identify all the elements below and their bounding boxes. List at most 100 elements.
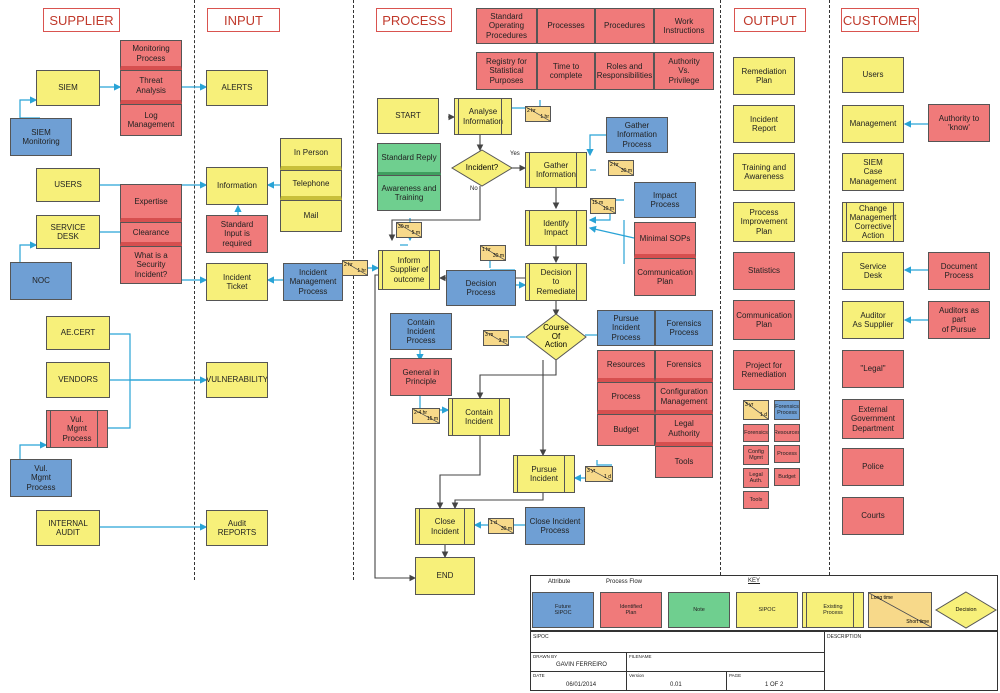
title-filename: FILENAME [629,654,652,659]
service-desk-supplier-box: SERVICE DESK [36,215,100,249]
minimal-sops-box: Minimal SOPs [634,222,696,258]
telephone-box: Telephone [280,170,342,200]
information-input-box: Information [206,167,268,205]
mini-resources-box: Resources [774,424,800,442]
yes-label: Yes [510,151,520,157]
mini-config-box: Config Mgmt [743,445,769,465]
vulnerability-box: VULNERABILITY [206,362,268,398]
forensics-process-box: Forensics Process [655,310,713,346]
incident-management-process-box: Incident Management Process [283,263,343,301]
tools-box: Tools [655,446,713,478]
close-incident-process-box: Close Incident Process [525,507,585,545]
procedures-box: Procedures [595,8,654,44]
incident-decision-label: Incident? [465,162,499,172]
project-remediation-box: Project for Remediation [733,350,795,390]
internal-audit-box: INTERNAL AUDIT [36,510,100,546]
legend-attribute-label: Attribute [548,579,571,585]
incident-ticket-box: Incident Ticket [206,263,268,301]
incident-report-box: Incident Report [733,105,795,143]
title-version: Version [629,673,645,678]
users-customer-box: Users [842,57,904,93]
communication-plan-output-box: Communication Plan [733,300,795,340]
remediation-plan-box: Remediation Plan [733,57,795,95]
title-sipoc: SIPOC [533,634,549,640]
general-in-principle-box: General in Principle [390,358,452,396]
identify-impact-box: Identify Impact [525,210,587,246]
decision-process-box: Decision Process [446,270,516,306]
impact-process-box: Impact Process [634,182,696,218]
title-page: PAGE [729,673,742,678]
title-date-value: 06/01/2014 [566,682,597,688]
communication-plan-process-box: Communication Plan [634,258,696,296]
mini-tools-box: Tools [743,491,769,509]
time-to-complete-box: Time to complete [537,52,595,90]
roles-box: Roles and Responsibilities [595,52,654,90]
training-awareness-output-box: Training and Awareness [733,153,795,191]
no-label: No [470,186,478,192]
budget-box: Budget [597,414,655,446]
header-input: INPUT [207,8,280,32]
legal-customer-box: "Legal" [842,350,904,388]
header-customer: CUSTOMER [841,8,919,32]
close-incident-box: Close Incident [415,508,475,545]
siem-monitoring-box: SIEM Monitoring [10,118,72,156]
users-supplier-box: USERS [36,168,100,202]
mini-forensics-process-box: Forensics Process [774,400,800,420]
contain-incident-process-box: Contain Incident Process [390,313,452,350]
standard-reply-box: Standard Reply [377,143,441,175]
mail-box: Mail [280,200,342,232]
title-block-col-1 [626,652,627,691]
title-block [530,631,998,691]
incident-decision-diamond [451,149,513,187]
vendors-box: VENDORS [46,362,110,398]
management-box: Management [842,105,904,143]
expertise-box: Expertise [120,184,182,222]
title-block-row-1 [530,652,824,653]
title-block-divider-v [824,631,825,691]
title-date: DATE [533,673,545,678]
legend-identified-plan: Identified Plan [600,592,662,628]
change-management-box: Change Management Corrective Action [842,202,904,242]
title-description: DESCRIPTION [827,634,862,640]
mini-budget-box: Budget [774,468,800,486]
standard-input-box: Standard Input is required [206,215,268,253]
title-block-row-2 [530,671,824,672]
sop-box: Standard Operating Procedures [476,8,537,44]
forensics-box: Forensics [655,350,713,382]
decision-to-remediate-box: Decision to Remediate [525,263,587,301]
title-block-col-2 [726,671,727,691]
document-process-box: Document Process [928,252,990,290]
auditor-box: Auditor As Supplier [842,301,904,339]
processes-box: Processes [537,8,595,44]
process-improvement-plan-box: Process Improvement Plan [733,202,795,242]
start-box: START [377,98,439,134]
title-drawn-by: DRAWN BY [533,654,558,659]
log-management-box: Log Management [120,104,182,136]
alerts-box: ALERTS [206,70,268,106]
external-govt-box: External Government Department [842,399,904,439]
vul-mgmt-process-blue-box: Vul. Mgmt Process [10,459,72,497]
legend-key-title: KEY [748,578,761,584]
process-box: Process [597,382,655,414]
statistics-box: Statistics [733,252,795,290]
course-decision-diamond [525,313,587,361]
analyse-information-box: Analyse Information [454,98,512,135]
gather-information-process-box: Gather Information Process [606,117,668,153]
header-output: OUTPUT [734,8,806,32]
header-process: PROCESS [376,8,452,32]
siem-case-management-box: SIEM Case Management [842,153,904,191]
divider-1 [194,0,195,580]
divider-2 [353,0,354,580]
title-version-value: 0.01 [670,682,682,688]
legend-sipoc: SIPOC [736,592,798,628]
mini-forensics-box: Forensics [743,424,769,442]
divider-4 [829,0,830,580]
